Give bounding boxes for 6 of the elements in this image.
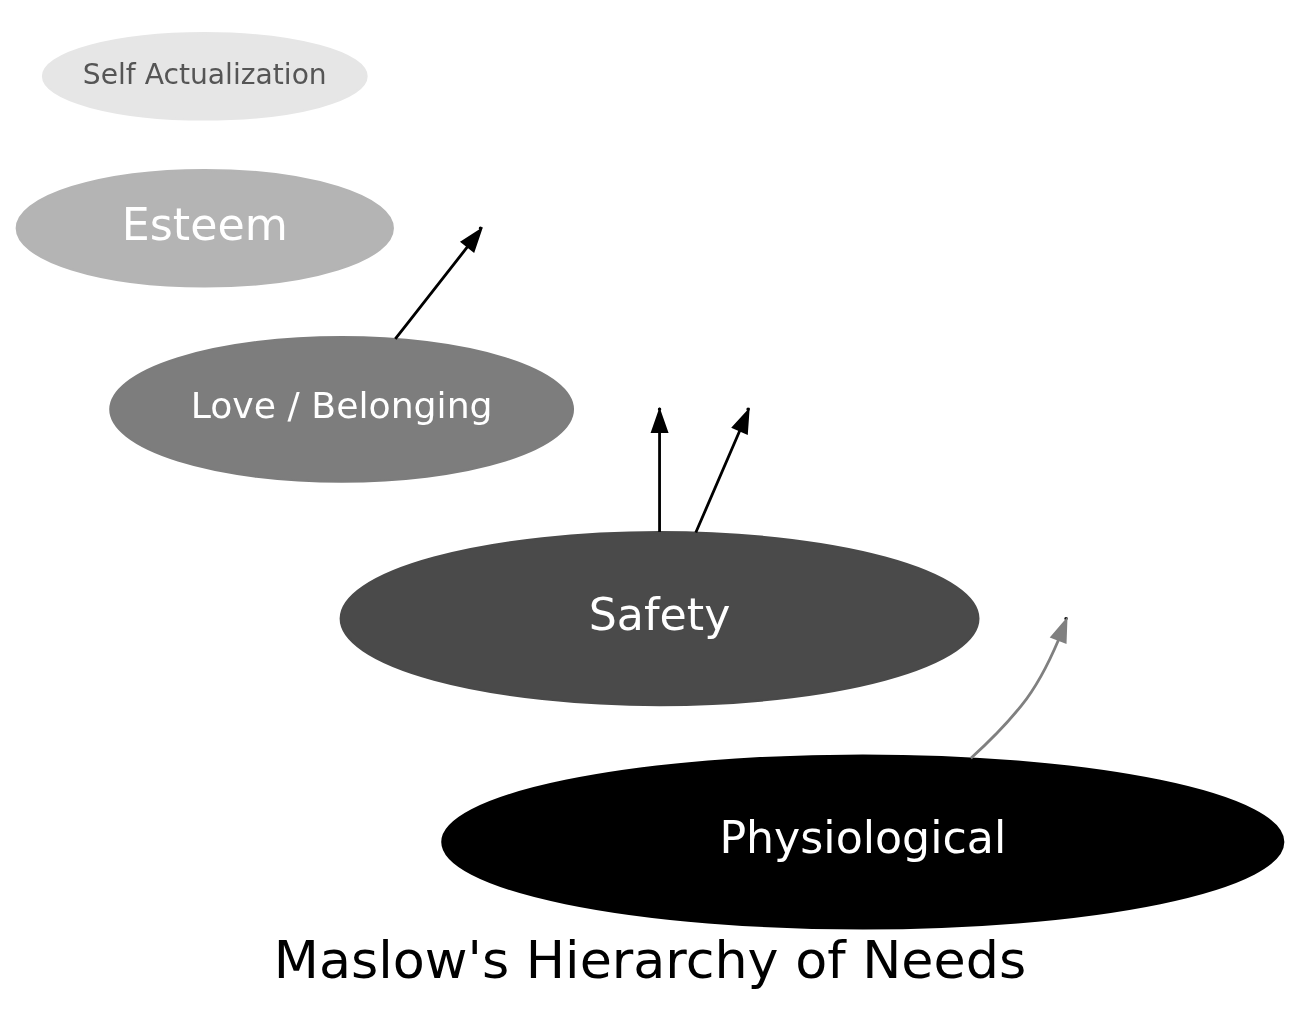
node-ellipse: Safety (339, 530, 980, 706)
node-ellipse: Love / Belonging (109, 335, 575, 483)
node-ellipse: Esteem (15, 168, 394, 288)
node-ellipse: Physiological (441, 753, 1285, 929)
diagram-title: Maslow's Hierarchy of Needs (273, 928, 1027, 990)
node-ellipse: Self Actualization (41, 31, 368, 121)
